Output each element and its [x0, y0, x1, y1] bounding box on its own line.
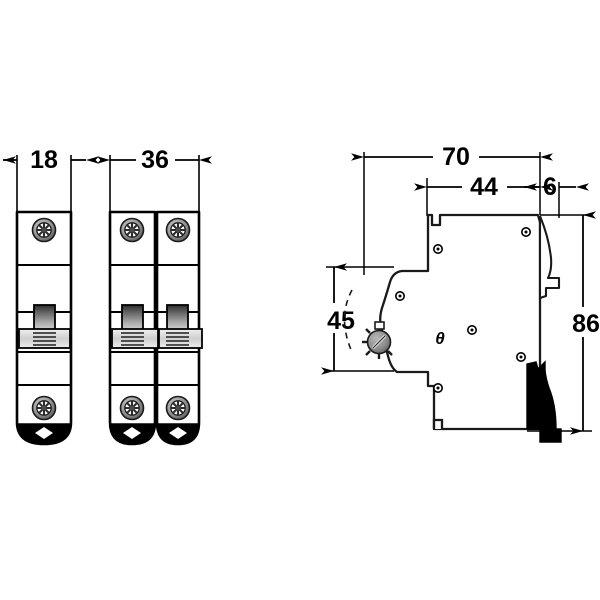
- dim-label-depth-rail: 6: [543, 173, 557, 201]
- base-notch-1p: [35, 427, 53, 439]
- dim-label-pole2-width: 36: [141, 146, 169, 174]
- rivet-lower-left: [432, 382, 444, 394]
- side-view: 70 44 6 45 86: [318, 143, 600, 443]
- terminal-screw-top-2p-right[interactable]: [165, 217, 191, 243]
- terminal-screw-top-1p[interactable]: [31, 217, 57, 243]
- dim-44-textbg: [462, 173, 507, 198]
- dim-86-textbg: [564, 307, 600, 337]
- theta-symbol: θ: [435, 329, 445, 348]
- terminal-screw-bottom-1p[interactable]: [31, 395, 57, 421]
- handle-ribs-2p-left: [121, 332, 144, 346]
- swing-arc-dashed: [343, 289, 353, 353]
- toggle-handle-1p[interactable]: [18, 328, 71, 349]
- mounting-foot: [526, 360, 562, 443]
- rivet-mid-left: [394, 290, 406, 302]
- base-notch-side: [432, 418, 444, 429]
- terminal-screw-bottom-2p-right[interactable]: [165, 395, 191, 421]
- front-view-2-pole: 36: [97, 146, 212, 446]
- rivet-upper-right: [520, 227, 532, 237]
- rivet-lower-right: [515, 351, 527, 363]
- dim-label-depth-body: 44: [470, 173, 498, 201]
- din-rail-clip: [539, 215, 561, 299]
- terminal-screw-top-2p-left[interactable]: [119, 217, 145, 243]
- terminal-screw-bottom-2p-left[interactable]: [119, 395, 145, 421]
- handle-ribs-2p-right: [166, 332, 189, 346]
- dim-label-height-total: 86: [572, 310, 600, 338]
- rivet-center: [466, 324, 478, 336]
- rivet-upper-left: [432, 244, 444, 254]
- dim-label-pole1-width: 18: [30, 146, 58, 174]
- dim-label-depth-total: 70: [442, 143, 470, 171]
- dim-label-height-front: 45: [327, 307, 355, 335]
- front-view-1-pole: 18: [3, 146, 99, 446]
- dim-70-textbg: [433, 143, 479, 168]
- base-notch-2p-right: [169, 427, 187, 439]
- base-notch-2p-left: [123, 427, 141, 439]
- handle-ribs-1p: [33, 332, 56, 346]
- lever-lug: [374, 321, 385, 330]
- dim-45-textbg: [318, 303, 366, 333]
